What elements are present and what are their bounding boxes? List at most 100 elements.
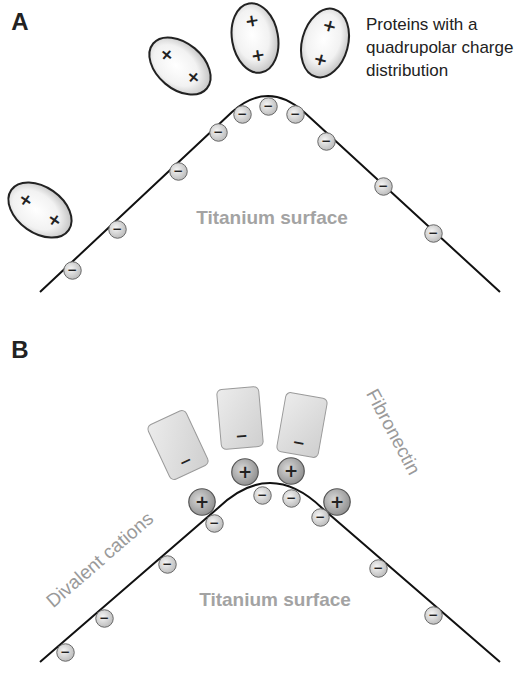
panel-letter: B (11, 336, 28, 364)
minus-sign: − (177, 452, 195, 471)
protein-ellipse: ++ (137, 24, 223, 107)
node-text-layer: − (282, 489, 301, 508)
minus-sign: − (209, 517, 219, 529)
circle-outline (233, 105, 251, 123)
negative-charge-circle: − (169, 162, 188, 181)
ellipse-outline (138, 26, 221, 106)
node-text-layer: − (424, 606, 443, 625)
node-text-layer: − (56, 643, 75, 662)
negative-charge-circle: − (209, 123, 228, 142)
fibronectin-block: − (275, 391, 329, 460)
node-text-layer: − (108, 220, 127, 239)
plus-sign: + (311, 50, 329, 70)
plus-sign: + (156, 44, 178, 66)
surface-label: Titanium surface (196, 207, 348, 229)
minus-sign: − (263, 100, 273, 112)
node-text-layer: − (95, 609, 114, 628)
circle-outline (169, 162, 187, 180)
node-text-layer: − (169, 162, 188, 181)
divalent-cation-circle: + (231, 458, 259, 486)
ellipse-outline (0, 171, 82, 249)
minus-sign: − (257, 489, 267, 501)
circle-outline (324, 489, 351, 516)
negative-charge-circle: − (158, 555, 177, 574)
negative-charge-circle: − (374, 177, 393, 196)
circle-outline (374, 177, 392, 195)
negative-charge-circle: − (286, 105, 305, 124)
minus-sign: − (286, 492, 296, 504)
circle-outline (286, 105, 304, 123)
plus-sign: + (330, 494, 344, 511)
protein-ellipse: ++ (0, 170, 83, 251)
node-outline (137, 24, 223, 107)
circle-outline (282, 489, 300, 507)
node-text-layer: − (215, 385, 264, 451)
circle-outline (56, 643, 74, 661)
circle-outline (253, 486, 271, 504)
node-text-layer: − (209, 123, 228, 142)
negative-charge-circle: − (56, 643, 75, 662)
negative-charge-circle: − (424, 224, 443, 243)
divalent-cation-circle: + (188, 488, 216, 516)
node-text-layer: − (369, 559, 388, 578)
panel-letter: A (11, 8, 28, 36)
circle-outline (158, 555, 176, 573)
plus-sign: + (195, 494, 209, 511)
minus-sign: − (235, 428, 249, 444)
negative-charge-circle: − (317, 132, 336, 151)
node-text-layer: ++ (0, 170, 83, 251)
negative-charge-circle: − (108, 220, 127, 239)
minus-sign: − (60, 646, 70, 658)
annotation: Divalent cations (42, 508, 158, 613)
negative-charge-circle: − (63, 261, 82, 280)
protein-ellipse: ++ (293, 2, 358, 84)
fibronectin-block: − (215, 385, 264, 451)
plus-sign: + (182, 66, 204, 88)
protein-ellipse: ++ (225, 0, 285, 78)
rect-outline (276, 392, 328, 458)
node-text-layer: − (205, 514, 224, 533)
node-text-layer: − (311, 508, 330, 527)
node-text-layer: − (374, 177, 393, 196)
node-text-layer: − (145, 408, 211, 483)
circle-outline (205, 514, 223, 532)
negative-charge-circle: − (424, 606, 443, 625)
circle-outline (369, 559, 387, 577)
node-outline (145, 408, 211, 483)
node-text-layer: − (253, 486, 272, 505)
minus-sign: − (291, 435, 306, 452)
ellipse-outline (226, 0, 283, 76)
minus-sign: − (315, 511, 325, 523)
minus-sign: − (378, 180, 388, 192)
circle-outline (189, 489, 216, 516)
fibronectin-block: − (145, 408, 211, 483)
minus-sign: − (173, 165, 183, 177)
negative-charge-circle: − (205, 514, 224, 533)
plus-sign: + (43, 209, 65, 230)
minus-sign: − (99, 612, 109, 624)
minus-sign: − (373, 562, 383, 574)
negative-charge-circle: − (253, 486, 272, 505)
circle-outline (232, 459, 259, 486)
circle-outline (259, 97, 277, 115)
surface-label: Titanium surface (199, 589, 351, 611)
circle-outline (317, 132, 335, 150)
node-text-layer: + (188, 488, 216, 516)
node-text-layer: + (231, 458, 259, 486)
plus-sign: + (238, 464, 252, 481)
minus-sign: − (67, 264, 77, 276)
minus-sign: − (112, 223, 122, 235)
circle-outline (108, 220, 126, 238)
divalent-cation-circle: + (277, 457, 305, 485)
node-text-layer: − (63, 261, 82, 280)
node-outline (293, 2, 358, 84)
negative-charge-circle: − (282, 489, 301, 508)
plus-sign: + (320, 16, 338, 36)
negative-charge-circle: − (95, 609, 114, 628)
minus-sign: − (290, 108, 300, 120)
node-text-layer: − (317, 132, 336, 151)
rect-outline (216, 386, 263, 449)
negative-charge-circle: − (311, 508, 330, 527)
plus-sign: + (284, 463, 298, 480)
